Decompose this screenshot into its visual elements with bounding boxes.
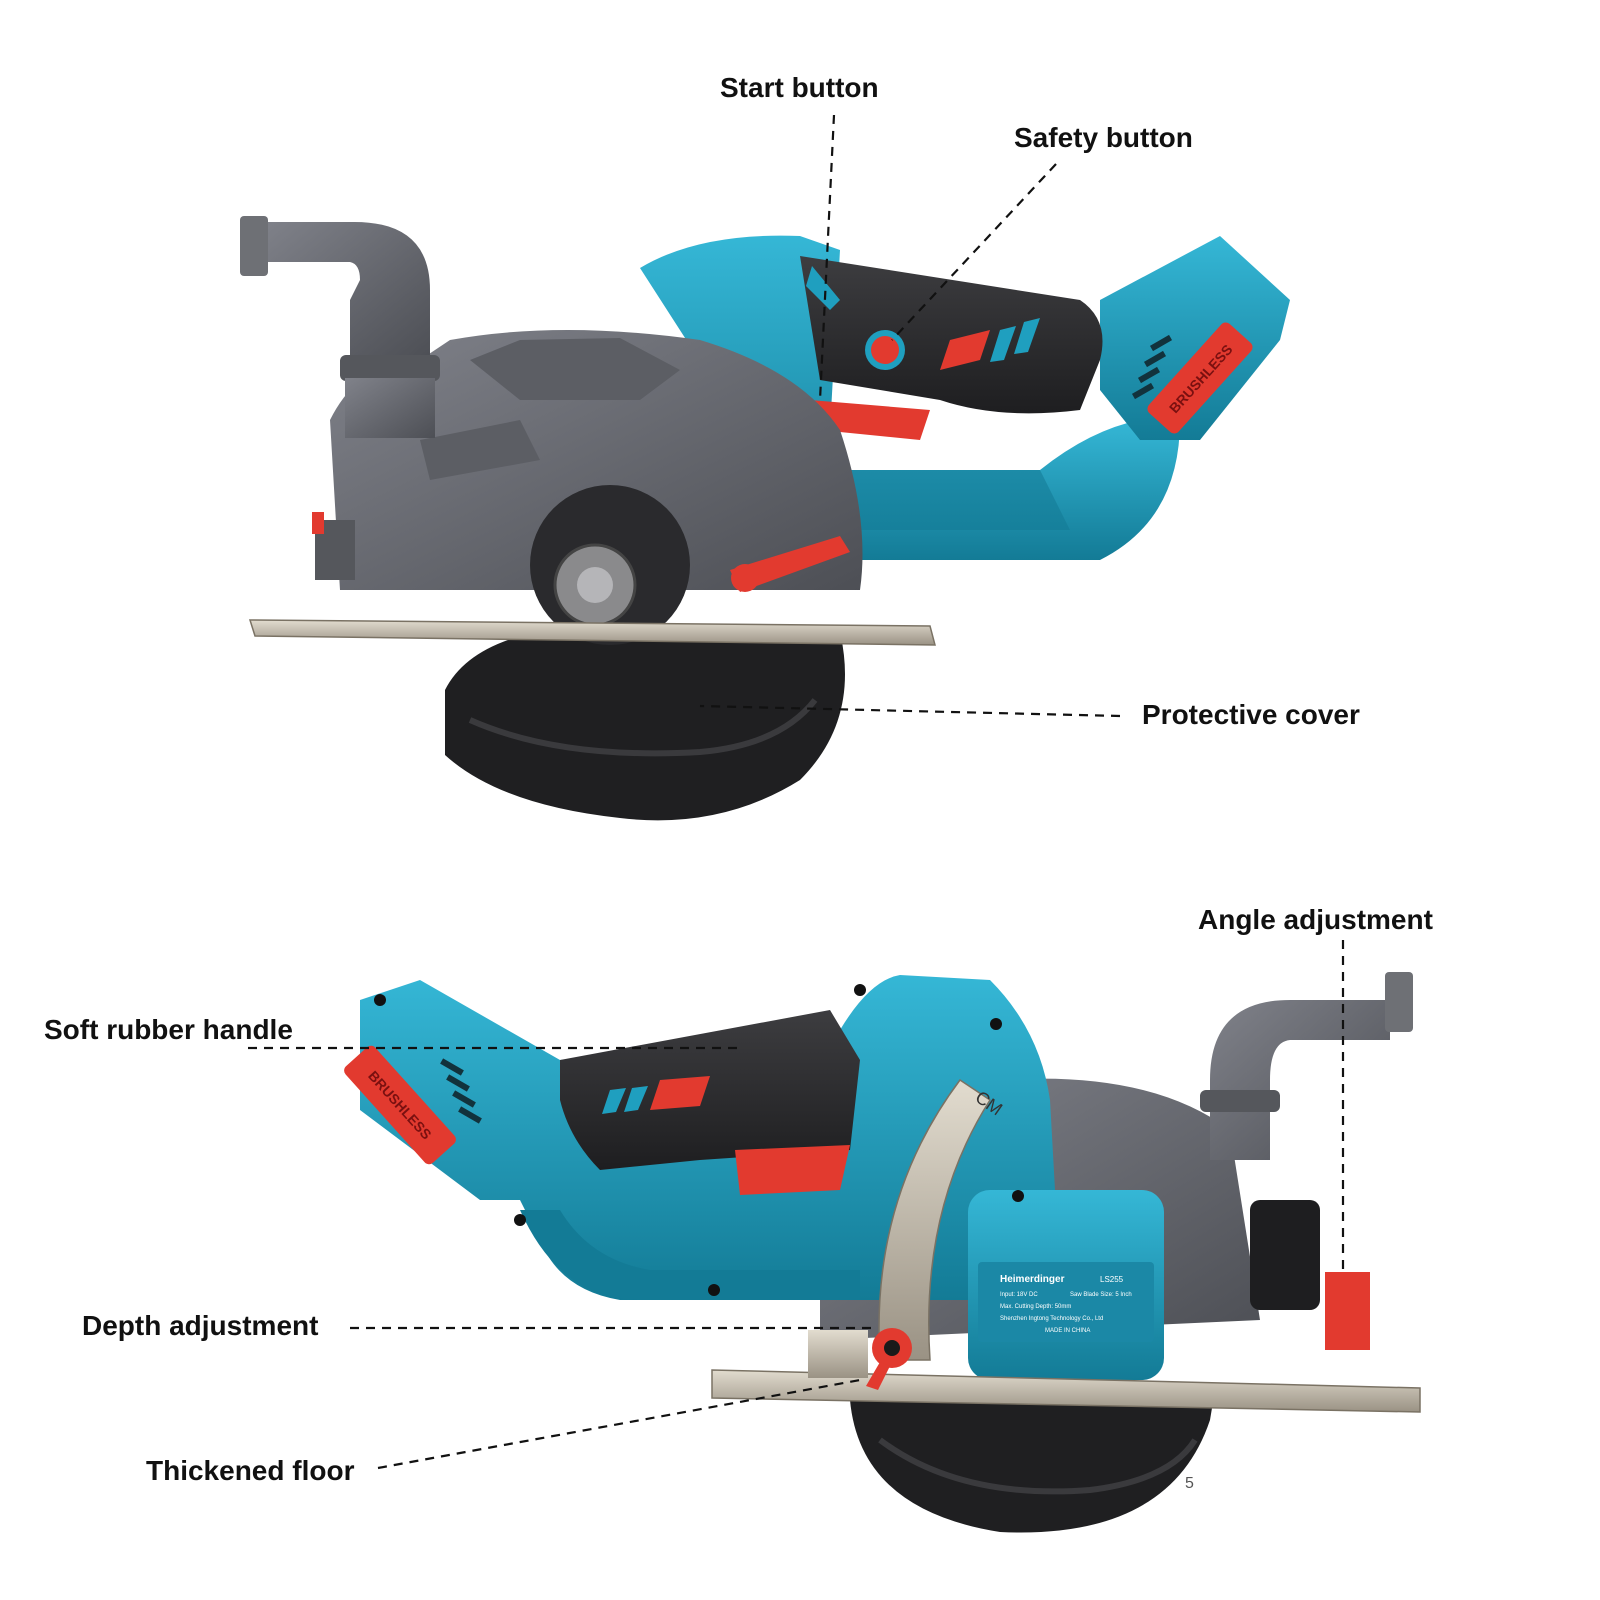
callout-protective-cover: Protective cover [1142, 699, 1360, 730]
label-depth: Max. Cutting Depth: 50mm [1000, 1304, 1071, 1310]
protective-cover-top [445, 628, 845, 821]
callout-angle-adjustment: Angle adjustment [1198, 904, 1433, 935]
leader-safety-button [891, 163, 1057, 341]
callout-soft-rubber-handle: Soft rubber handle [44, 1014, 293, 1045]
bottom-saw: 5 BRUSHLESS [344, 972, 1421, 1533]
callout-start-button: Start button [720, 72, 879, 103]
blade-guard-bottom [850, 1390, 1215, 1533]
callout-thickened-floor: Thickened floor [146, 1455, 355, 1486]
label-maker: Shenzhen Ingtong Technology Co., Ltd [1000, 1316, 1103, 1322]
callout-depth-adjustment: Depth adjustment [82, 1310, 319, 1341]
upper-guard-top [330, 330, 863, 590]
vents-top [1131, 334, 1173, 400]
label-blade: Saw Blade Size: 5 Inch [1070, 1292, 1132, 1298]
brushless-badge-bottom [344, 1045, 456, 1165]
dust-port-top [260, 221, 430, 360]
screws-bottom [374, 984, 1024, 1296]
label-origin: MADE IN CHINA [1045, 1328, 1090, 1334]
trigger-bottom [735, 1145, 850, 1195]
angle-adjust-knob [1325, 1272, 1370, 1350]
leader-thickened-floor [377, 1378, 861, 1470]
top-saw: BRUSHLESS [240, 216, 1290, 821]
handle-grip-top [800, 256, 1103, 414]
blade-mark-text: 5 [1185, 1475, 1194, 1492]
label-model: LS255 [1100, 1275, 1124, 1284]
base-plate-top [248, 619, 936, 646]
leader-protective-cover [699, 704, 1121, 718]
handle-grip-bottom [560, 1010, 860, 1170]
vents-bottom [440, 1058, 482, 1124]
leader-lines [248, 114, 1345, 1470]
brushless-badge-top [1147, 322, 1253, 434]
callout-safety-button: Safety button [1014, 122, 1193, 153]
label-brand: Heimerdinger [1000, 1274, 1065, 1285]
base-plate-bottom [711, 1369, 1421, 1413]
red-lever-top [730, 536, 850, 592]
body-arm-top [640, 235, 1080, 556]
depth-scale [878, 1078, 992, 1361]
label-input: Input: 18V DC [1000, 1292, 1038, 1298]
dust-port-bottom [1210, 1000, 1390, 1160]
